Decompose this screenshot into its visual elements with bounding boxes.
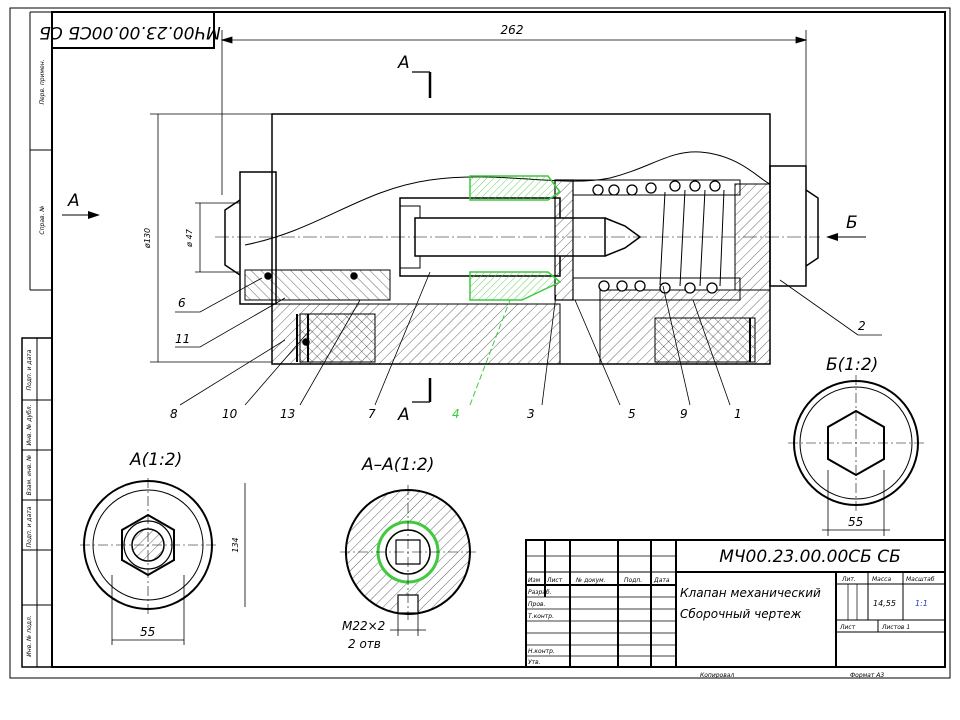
- side-label-perv: Перв. примен.: [39, 59, 46, 104]
- dimension-diameters: [150, 113, 272, 363]
- leader-label-10: 10: [222, 407, 238, 421]
- leader-label-2: 2: [858, 319, 866, 333]
- side-label-sprav: Справ. №: [39, 205, 46, 234]
- leader-label-11: 11: [175, 332, 190, 346]
- side-label-inv-podl: Инв. № подл.: [26, 615, 33, 656]
- view-a: А(1:2): [80, 450, 246, 645]
- title-block-mass: 14,55: [873, 599, 896, 608]
- view-b-title: Б(1:2): [826, 355, 878, 375]
- title-block-text: МЧ00.23.00.00СБ СБ Клапан механический С…: [528, 547, 935, 679]
- dimension-overall-label: 262: [501, 23, 524, 37]
- side-label-podp-data1: Подп. и дата: [26, 349, 33, 390]
- hdr-izm: Изм: [528, 577, 541, 584]
- section-aa-holes: 2 отв: [348, 637, 381, 651]
- leader-label-3: 3: [527, 407, 535, 421]
- side-label-inv-dubl: Инв. № дубл.: [26, 404, 33, 445]
- leader-lines: [175, 271, 882, 406]
- leader-label-6: 6: [178, 296, 186, 310]
- title-block-subtitle: Сборочный чертеж: [680, 607, 802, 621]
- leader-label-7: 7: [368, 407, 376, 421]
- hdr-sign: Подп.: [624, 577, 642, 584]
- hdr-lit: Лит.: [841, 576, 856, 583]
- hdr-razrab: Разраб.: [528, 589, 552, 596]
- hdr-nkontr: Н.контр.: [528, 648, 555, 655]
- leader-line-4: [469, 299, 511, 406]
- view-a-width: 55: [140, 625, 155, 639]
- view-arrow-a: А: [62, 191, 100, 219]
- left-side-strip: Перв. примен. Справ. № Подп. и дата Инв.…: [21, 11, 53, 668]
- hdr-tkontr: Т.контр.: [528, 613, 554, 620]
- title-block-copied: Копировал: [700, 672, 734, 679]
- section-a-top-label: А: [397, 53, 410, 73]
- side-label-vzam-inv: Взам. инв. №: [26, 455, 33, 496]
- title-block-sheet: Лист: [839, 624, 856, 631]
- leader-label-13: 13: [280, 407, 295, 421]
- view-a-height: 134: [231, 537, 240, 552]
- section-aa-title: А–А(1:2): [361, 455, 434, 475]
- leader-label-9: 9: [680, 407, 688, 421]
- section-a-bottom-label: А: [397, 405, 410, 425]
- leader-labels: 6 11 8 10 13 7 4 3 5 9 1 2: [170, 296, 866, 421]
- view-b: Б(1:2): [788, 355, 924, 536]
- hdr-masshtab: Масштаб: [906, 576, 935, 583]
- title-block-code: МЧ00.23.00.00СБ СБ: [719, 547, 901, 567]
- title-block-format: Формат А3: [850, 672, 884, 679]
- leader-label-5: 5: [628, 407, 636, 421]
- section-a-top-marker: А: [397, 53, 432, 98]
- hdr-list: Лист: [546, 577, 563, 584]
- view-a-title: А(1:2): [129, 450, 182, 470]
- leader-label-1: 1: [734, 407, 742, 421]
- dimension-overall: [220, 30, 808, 195]
- title-block-name: Клапан механический: [680, 586, 821, 600]
- side-label-podp-data2: Подп. и дата: [26, 506, 33, 547]
- section-a-bottom-marker: А: [397, 378, 432, 425]
- hdr-massa: Масса: [872, 576, 891, 583]
- leader-label-4: 4: [452, 407, 460, 421]
- view-arrow-a-label: А: [67, 191, 80, 211]
- spring-coils: [592, 180, 721, 294]
- view-arrow-b-label: Б: [846, 213, 858, 233]
- dimension-dia-outer: ø130: [143, 228, 152, 249]
- view-b-width: 55: [848, 515, 863, 529]
- hdr-date: Дата: [653, 577, 670, 584]
- section-aa-thread: М22×2: [342, 619, 385, 633]
- hdr-doc: № докум.: [575, 577, 606, 584]
- main-section-view: [215, 113, 820, 365]
- mirrored-code: МЧ00.23.00.00СБ СБ: [39, 22, 221, 42]
- title-block-scale: 1:1: [915, 599, 928, 608]
- section-aa: А–А(1:2): [340, 455, 476, 636]
- view-arrow-b: Б: [826, 213, 866, 241]
- hdr-prov: Пров.: [528, 601, 546, 608]
- title-block-sheets: Листов 1: [881, 624, 910, 631]
- dimension-dia-inner: ø 47: [185, 228, 194, 248]
- mirrored-code-box: МЧ00.23.00.00СБ СБ: [39, 11, 221, 49]
- outer-frame: [9, 7, 951, 679]
- leader-label-8: 8: [170, 407, 178, 421]
- hdr-utv: Утв.: [528, 659, 541, 666]
- title-block: [525, 539, 946, 668]
